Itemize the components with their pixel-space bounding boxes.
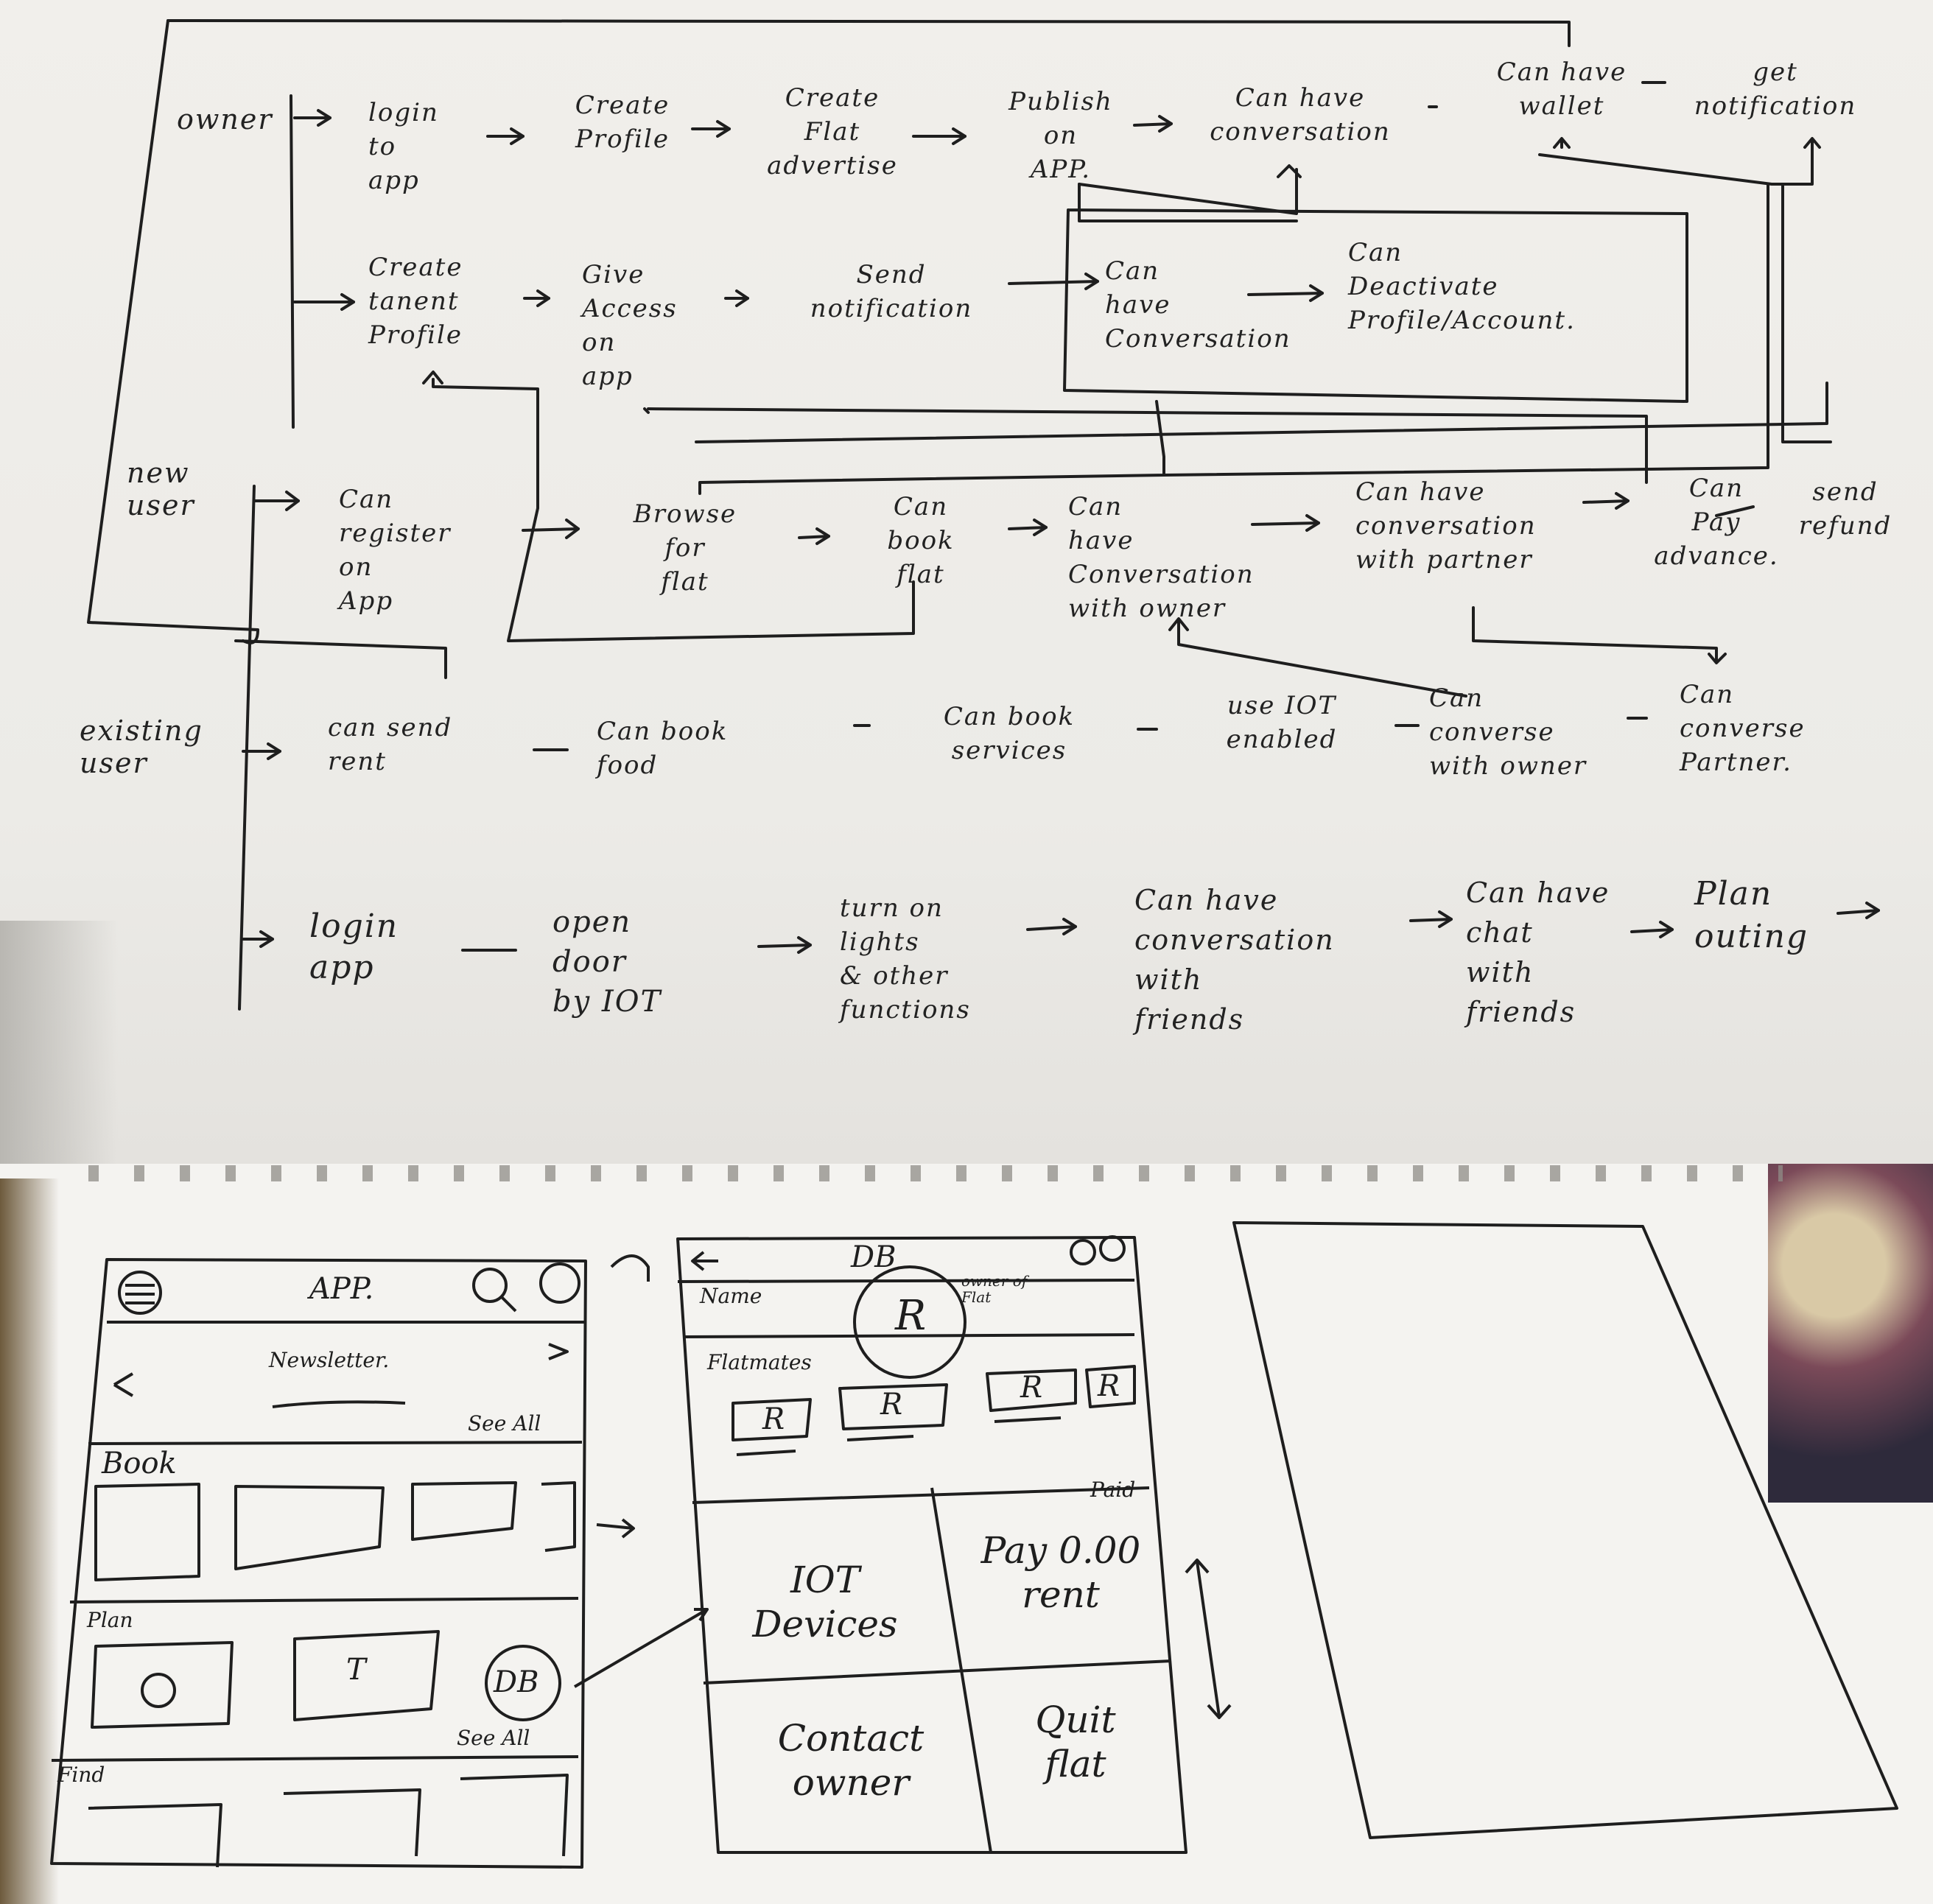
db-section-flatmates: Flatmates [707, 1350, 812, 1374]
db-owner-of-flat-label: owner of Flat [961, 1272, 1028, 1306]
step-converse-partner: Can converse Partner. [1680, 680, 1806, 777]
step-conversation-with-friends: Can have conversation with friends [1134, 884, 1335, 1036]
db-name-label: Name [700, 1284, 762, 1308]
app-section-plan: Plan [87, 1608, 133, 1632]
db-tile-quit-flat[interactable]: Quit flat [1035, 1699, 1116, 1785]
db-title: DB [851, 1240, 897, 1274]
step-use-iot-enabled: use IOT enabled [1226, 691, 1338, 754]
step-book-food: Can book food [597, 717, 729, 780]
top-loop-line [166, 19, 1571, 47]
db-flatmate-letter: R [880, 1388, 903, 1422]
app-see-all-plan[interactable]: See All [457, 1726, 530, 1750]
app-plan-tile-t[interactable]: T [346, 1653, 366, 1687]
db-tile-pay-rent[interactable]: Pay 0.00 rent [980, 1529, 1141, 1616]
step-create-flat-advertise: Create Flat advertise [767, 83, 898, 180]
app-title: APP. [309, 1272, 374, 1306]
app-db-button[interactable]: DB [494, 1665, 539, 1699]
step-send-refund: send refund [1798, 477, 1892, 541]
db-flatmate-letter: R [1098, 1369, 1120, 1403]
step-book-flat: Can book flat [887, 492, 955, 589]
lane-owner: owner [177, 103, 273, 136]
flow-diagram-page [0, 0, 1933, 1164]
wireframe-page [0, 1164, 1933, 1904]
step-plan-outing: Plan outing [1694, 875, 1809, 955]
step-owner-wallet: Can have wallet [1496, 57, 1627, 121]
app-section-book: Book [102, 1447, 177, 1480]
step-get-notification: get notification [1694, 57, 1857, 121]
db-paid-label: Paid [1090, 1478, 1136, 1502]
step-create-profile: Create Profile [575, 91, 670, 154]
flow-connectors [87, 19, 1880, 1011]
page-edge-shadow [0, 1178, 59, 1904]
step-browse-for-flat: Browse for flat [633, 499, 737, 597]
db-phone-frame [676, 1236, 1187, 1854]
step-tenant-conversation: Can have Conversation [1105, 256, 1291, 354]
blank-screen-frame [1232, 1221, 1898, 1839]
app-phone-frame [50, 1258, 587, 1869]
step-owner-conversation: Can have conversation [1210, 83, 1391, 147]
db-flatmate-letter: R [762, 1402, 785, 1436]
page-shadow [0, 921, 118, 1164]
step-register-on-app: Can register on App [339, 485, 452, 616]
step-turn-on-lights: turn on lights & other functions [840, 893, 971, 1025]
step-send-notification: Send notification [810, 260, 973, 323]
owner-trunk [290, 94, 295, 429]
step-deactivate-profile: Can Deactivate Profile/Account. [1348, 238, 1576, 335]
app-section-find: Find [57, 1763, 105, 1787]
step-chat-with-friends: Can have chat with friends [1466, 877, 1610, 1028]
step-converse-with-owner: Can converse with owner [1429, 684, 1588, 781]
step-conversation-with-owner: Can have Conversation with owner [1068, 492, 1255, 623]
step-login-app: login app [309, 907, 399, 986]
step-book-services: Can book services [943, 702, 1076, 765]
db-tile-contact-owner[interactable]: Contact owner [777, 1717, 925, 1804]
step-publish-on-app: Publish on APP. [1008, 87, 1113, 184]
db-flatmate-letter: R [1020, 1371, 1043, 1405]
lane-new-user: new user [127, 457, 195, 521]
app-see-all-book[interactable]: See All [468, 1411, 541, 1436]
step-pay-advance: Can Pay advance. [1654, 474, 1779, 571]
db-avatar-letter: R [895, 1292, 927, 1340]
db-tile-iot-devices[interactable]: IOT Devices [752, 1559, 898, 1645]
background-fabric [1768, 1164, 1933, 1503]
step-login-to-app: login to app [368, 98, 439, 195]
step-give-access: Give Access on app [582, 260, 678, 391]
spiral-binding [88, 1165, 1783, 1181]
step-create-tenant-profile: Create tanent Profile [368, 253, 463, 350]
step-conversation-with-partner: Can have conversation with partner [1355, 477, 1537, 575]
user-trunk [238, 485, 256, 1011]
step-open-door-by-iot: open door by IOT [552, 905, 662, 1019]
lane-existing-user: existing user [80, 714, 203, 779]
step-send-rent: can send rent [328, 713, 453, 776]
app-banner-newsletter: Newsletter. [269, 1348, 390, 1372]
